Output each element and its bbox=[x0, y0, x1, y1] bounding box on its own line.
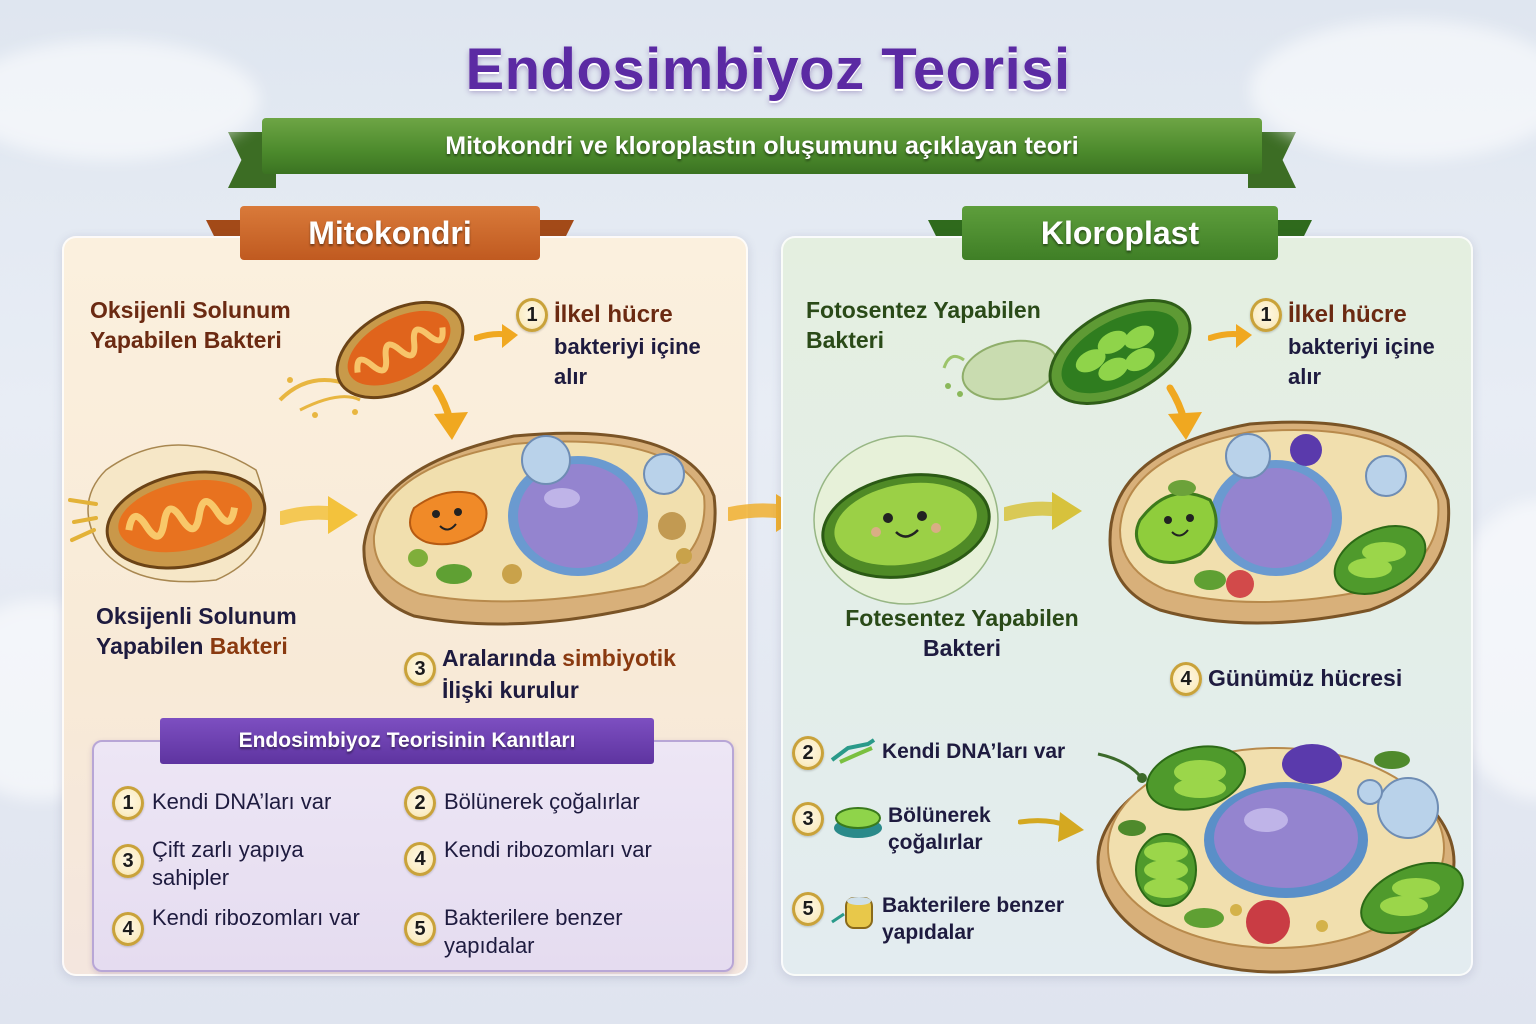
evidence-number-badge: 5 bbox=[792, 892, 824, 926]
evidence-text: Bakterilere benzer yapıdalar bbox=[444, 905, 623, 958]
evidence-text: Kendi DNA’ları var bbox=[882, 740, 1066, 763]
evidence-item: 4 Kendi ribozomları var bbox=[112, 904, 382, 946]
bacteria-structure-icon bbox=[831, 897, 873, 929]
cell-with-chloroplast-illustration bbox=[1108, 420, 1451, 625]
ribbon-tail-left bbox=[228, 132, 276, 188]
arrow-right-icon bbox=[280, 496, 358, 534]
arrow-right-icon bbox=[1208, 324, 1252, 348]
mito-bottom-bacterium-label: Oksijenli Solunum Yapabilen Bakteri bbox=[96, 602, 297, 662]
mitokondri-header: Mitokondri bbox=[308, 214, 472, 251]
modern-plant-cell-illustration bbox=[1096, 744, 1464, 974]
step-text: alır bbox=[1288, 364, 1322, 390]
label-line: Oksijenli Solunum bbox=[96, 603, 297, 629]
evidence-number-badge: 4 bbox=[404, 842, 436, 876]
step-text: bakteriyi içine bbox=[554, 333, 701, 359]
kloro-bottom-bacterium-label: Fotesentez Yapabilen Bakteri bbox=[834, 604, 1090, 664]
kloroplast-header: Kloroplast bbox=[1040, 214, 1200, 251]
evidence-text: Kendi DNA’ları var bbox=[152, 789, 332, 814]
label-line: Fotosentez Yapabilen bbox=[806, 297, 1041, 323]
step-number-badge: 4 bbox=[1170, 662, 1202, 696]
evidence-item: 5 Bakterilere benzer yapıdalar bbox=[404, 904, 684, 959]
arrow-right-icon bbox=[1018, 812, 1084, 842]
step-highlight: simbiyotik bbox=[562, 645, 676, 671]
evidence-text: Bakterilere benzer yapıdalar bbox=[882, 894, 1065, 945]
main-title: Endosimbiyoz Teorisi bbox=[465, 37, 1071, 102]
dividing-plastid-icon bbox=[834, 807, 882, 838]
step-title: İlkel hücre bbox=[554, 301, 673, 328]
mito-top-bacterium-label: Oksijenli Solunum Yapabilen Bakteri bbox=[90, 296, 291, 356]
kloroplast-header-ribbon: Kloroplast bbox=[928, 206, 1312, 274]
evidence-number-badge: 3 bbox=[792, 802, 824, 836]
label-line: Yapabilen Bakteri bbox=[90, 326, 282, 353]
evidence-text: Bölünerek çoğalırlar bbox=[888, 804, 991, 855]
evidence-text: Kendi ribozomları var bbox=[444, 837, 652, 862]
evidence-item: 2 Bölünerek çoğalırlar bbox=[404, 786, 640, 820]
step-text: Günümüz hücresi bbox=[1208, 665, 1403, 691]
subtitle-ribbon: Mitokondri ve kloroplastın oluşumunu açı… bbox=[228, 118, 1296, 188]
kloro-step-1: 1 İlkel hücre bakteriyi içine alır bbox=[1250, 298, 1435, 393]
arrow-down-icon bbox=[1166, 384, 1202, 440]
step-number-badge: 3 bbox=[404, 652, 436, 686]
evidence-text: Çift zarlı yapıya sahipler bbox=[152, 837, 304, 890]
mitochondrion-in-vesicle-illustration bbox=[68, 444, 267, 583]
label-highlight: Bakteri bbox=[209, 632, 288, 659]
evidence-item: 1 Kendi DNA’ları var bbox=[112, 786, 332, 820]
step-number-badge: 1 bbox=[516, 298, 548, 332]
label-line: Bakteri bbox=[806, 326, 884, 353]
mitokondri-header-ribbon: Mitokondri bbox=[206, 206, 574, 274]
step-number-badge: 1 bbox=[1250, 298, 1282, 332]
label-line: Oksijenli Solunum bbox=[90, 297, 291, 323]
kloro-evidence-item: 5 Bakterilere benzer yapıdalar bbox=[792, 892, 1082, 947]
ribbon-tail-right bbox=[1248, 132, 1296, 188]
background-cloud bbox=[0, 40, 260, 160]
evidence-number-badge: 2 bbox=[792, 736, 824, 770]
kloro-step-4: 4 Günümüz hücresi bbox=[1170, 662, 1402, 696]
mito-step-1: 1 İlkel hücre bakteriyi içine alır bbox=[516, 298, 701, 393]
evidence-number-badge: 1 bbox=[112, 786, 144, 820]
kloro-top-bacterium-label: Fotosentez Yapabilen Bakteri bbox=[806, 296, 1041, 356]
arrow-right-icon bbox=[1004, 492, 1082, 530]
evidence-number-badge: 5 bbox=[404, 912, 436, 946]
evidence-number-badge: 4 bbox=[112, 912, 144, 946]
label-line: Fotesentez Yapabilen bbox=[845, 605, 1079, 631]
step-text: Aralarında bbox=[442, 645, 563, 671]
photosynthetic-bacterium-illustration bbox=[942, 299, 1192, 405]
label-text: Yapabilen bbox=[96, 632, 210, 659]
subtitle-text: Mitokondri ve kloroplastın oluşumunu açı… bbox=[445, 131, 1079, 160]
chloroplast-in-vesicle-illustration bbox=[813, 435, 999, 605]
evidence-header: Endosimbiyoz Teorisinin Kanıtları bbox=[238, 729, 576, 752]
arrow-down-icon bbox=[432, 384, 468, 440]
step-title: İlkel hücre bbox=[1288, 301, 1407, 328]
evidence-item: 4 Kendi ribozomları var bbox=[404, 836, 652, 876]
step-text: İlişki kurulur bbox=[442, 677, 579, 704]
step-text: alır bbox=[554, 364, 588, 390]
evidence-header-ribbon: Endosimbiyoz Teorisinin Kanıtları bbox=[126, 718, 688, 774]
arrow-right-icon bbox=[474, 324, 518, 348]
evidence-number-badge: 3 bbox=[112, 844, 144, 878]
label-line: Bakteri bbox=[923, 634, 1001, 661]
pointer-line-icon bbox=[1097, 752, 1147, 783]
step-text: bakteriyi içine bbox=[1288, 333, 1435, 359]
evidence-text: Kendi ribozomları var bbox=[152, 905, 360, 930]
evidence-text: Bölünerek çoğalırlar bbox=[444, 789, 640, 814]
evidence-item: 3 Çift zarlı yapıya sahipler bbox=[112, 836, 362, 891]
oxygen-respiring-bacterium-illustration bbox=[278, 300, 465, 418]
primitive-cell-with-mitochondrion-illustration bbox=[362, 431, 717, 626]
kloro-evidence-item: 3 Bölünerek çoğalırlar bbox=[792, 802, 1008, 857]
background-cloud bbox=[1250, 20, 1536, 160]
mito-step-3: 3 Aralarında simbiyotik İlişki kurulur bbox=[404, 642, 676, 706]
dna-strand-icon bbox=[830, 738, 876, 764]
kloro-evidence-item: 2 Kendi DNA’ları var bbox=[792, 736, 1065, 770]
evidence-number-badge: 2 bbox=[404, 786, 436, 820]
